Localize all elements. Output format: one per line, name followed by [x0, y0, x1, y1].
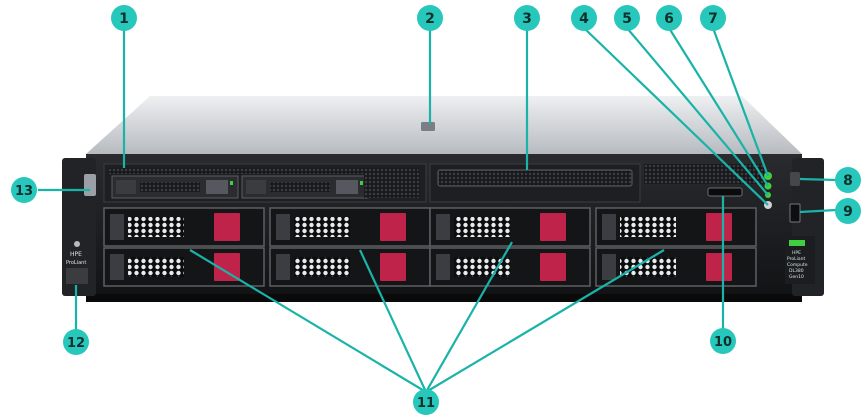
callout-10: 10: [710, 328, 736, 354]
lff-drive-4: [595, 207, 757, 247]
leader-line-7: [711, 27, 770, 177]
sff-drive-1: [111, 175, 239, 199]
display-port: [790, 172, 800, 186]
leader-line-9: [799, 208, 837, 214]
service-port: [707, 187, 743, 197]
optical-drive-slot: [437, 169, 633, 187]
right-ear-text-2: ProLiant: [787, 256, 806, 262]
callout-11: 11: [413, 389, 439, 415]
callout-12: 12: [63, 329, 89, 355]
hpe-lid-logo: [421, 122, 435, 131]
callout-7: 7: [700, 5, 726, 31]
callout-label: 11: [417, 396, 435, 411]
right-ear-text-3: Compute: [787, 262, 808, 268]
callout-label: 7: [708, 11, 718, 27]
chassis-bottom-edge: [86, 294, 802, 302]
media-bay-vent: [108, 168, 418, 174]
usb-port: [789, 203, 801, 223]
leader-line-6: [668, 27, 769, 187]
lock-icon: [74, 241, 80, 247]
leader-line-8: [799, 177, 837, 182]
leader-line-12: [359, 249, 427, 393]
callout-label: 3: [522, 11, 532, 27]
front-panel-vent: [644, 164, 764, 184]
callout-3: 3: [514, 5, 540, 31]
left-ear-pull-tab: [84, 174, 96, 196]
leader-lines: [38, 27, 837, 393]
callout-label: 12: [67, 336, 85, 351]
callout-label: 9: [843, 204, 853, 220]
callout-label: 5: [622, 11, 632, 27]
lff-drive-1: [103, 207, 265, 247]
leader-line-5: [626, 27, 769, 196]
callout-label: 10: [714, 335, 732, 350]
chassis-top-lid: [86, 96, 802, 154]
left-ear-label-plate: [66, 268, 88, 284]
right-ear-text-1: HPE: [792, 250, 801, 256]
left-ear-brand-text: HPE: [70, 251, 82, 258]
lff-drive-bays: [103, 207, 757, 287]
callout-1: 1: [111, 5, 137, 31]
callout-label: 8: [843, 173, 853, 189]
leader-line-11: [189, 249, 427, 393]
lff-drive-7: [429, 247, 591, 287]
left-ear-model-text: ProLiant: [66, 260, 86, 266]
leader-line-4: [583, 27, 769, 206]
callout-4: 4: [571, 5, 597, 31]
callout-5: 5: [614, 5, 640, 31]
leader-line-13: [425, 241, 513, 393]
sff-drive-2: [241, 175, 369, 199]
callout-label: 13: [15, 184, 33, 199]
right-ear-text-5: Gen10: [789, 274, 804, 280]
callout-8: 8: [835, 167, 861, 193]
callout-label: 6: [664, 11, 674, 27]
media-bay-grille: [364, 172, 420, 198]
callout-label: 4: [579, 11, 589, 27]
lff-drive-8: [595, 247, 757, 287]
callout-2: 2: [417, 5, 443, 31]
lff-drive-3: [429, 207, 591, 247]
hpe-logo-badge: [789, 240, 805, 246]
leader-line-14: [425, 249, 665, 393]
callout-label: 2: [425, 11, 435, 27]
callout-label: 1: [119, 11, 129, 27]
right-ear-text-4: DL380: [789, 268, 804, 274]
lff-drive-6: [269, 247, 431, 287]
callout-13: 13: [11, 177, 37, 203]
callout-6: 6: [656, 5, 682, 31]
callout-9: 9: [835, 198, 861, 224]
lff-drive-2: [269, 207, 431, 247]
